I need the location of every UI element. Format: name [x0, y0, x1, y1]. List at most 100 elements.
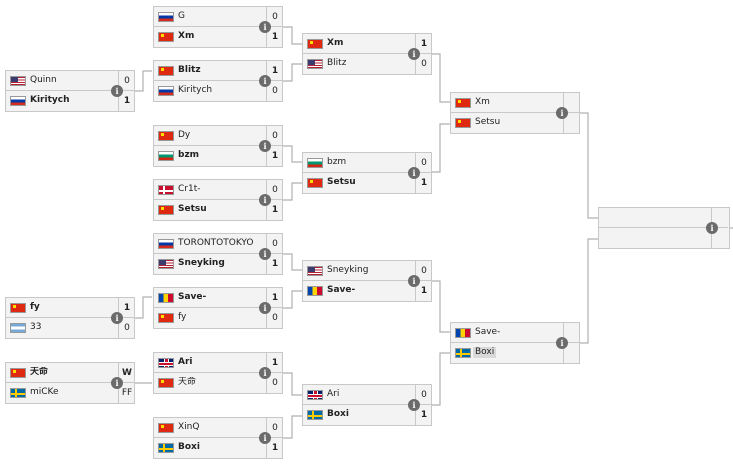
player-name: Cr1t-: [178, 184, 201, 194]
player-slot[interactable]: Cr1t-: [154, 180, 265, 200]
player-score: 0: [266, 7, 283, 27]
player-slot[interactable]: TORONTOTOKYO: [154, 234, 265, 254]
player-slot[interactable]: Setsu: [154, 200, 265, 220]
player-slot[interactable]: Boxi: [154, 438, 265, 458]
player-slot[interactable]: Save-: [451, 323, 562, 343]
player-name: miCKe: [30, 387, 59, 397]
player-slot[interactable]: fy: [154, 308, 265, 328]
match-info-icon[interactable]: i: [556, 337, 568, 349]
player-slot[interactable]: Setsu: [303, 173, 414, 193]
match-info-icon[interactable]: i: [259, 432, 271, 444]
match-info-icon[interactable]: i: [259, 21, 271, 33]
match-info-icon[interactable]: i: [408, 48, 420, 60]
player-score: 0: [266, 308, 283, 328]
player-slot[interactable]: Xm: [451, 93, 562, 113]
player-slot[interactable]: Ari: [303, 385, 414, 405]
player-score: 0: [415, 54, 432, 74]
match-info-icon[interactable]: i: [259, 367, 271, 379]
player-score: 1: [266, 254, 283, 274]
match-info-icon[interactable]: i: [259, 140, 271, 152]
match-info-icon[interactable]: i: [408, 167, 420, 179]
player-slot[interactable]: 天命: [6, 363, 117, 383]
match-info-icon[interactable]: i: [259, 194, 271, 206]
player-slot[interactable]: 天命: [154, 373, 265, 393]
match-info-icon[interactable]: i: [259, 302, 271, 314]
player-slot[interactable]: Sneyking: [303, 261, 414, 281]
player-slot[interactable]: Blitz: [303, 54, 414, 74]
match-info-icon[interactable]: i: [408, 399, 420, 411]
flag-bg-icon: [307, 158, 323, 168]
flag-gb-icon: [158, 358, 174, 368]
match-info-icon[interactable]: i: [259, 248, 271, 260]
player-slot[interactable]: Boxi: [303, 405, 414, 425]
player-name: bzm: [327, 157, 347, 167]
flag-cn-icon: [158, 131, 174, 141]
player-slot[interactable]: Kiritych: [6, 91, 117, 111]
flag-md-icon: [158, 293, 174, 303]
player-slot[interactable]: miCKe: [6, 383, 117, 403]
player-score: [563, 113, 580, 133]
player-slot[interactable]: Dy: [154, 126, 265, 146]
player-score: 1: [266, 438, 283, 458]
match-info-icon[interactable]: i: [706, 222, 718, 234]
player-slot[interactable]: Xm: [303, 34, 414, 54]
match-final[interactable]: i: [598, 207, 730, 249]
flag-cn-icon: [158, 378, 174, 388]
player-slot[interactable]: bzm: [303, 153, 414, 173]
player-slot[interactable]: Boxi: [451, 343, 562, 363]
flag-se-icon: [455, 348, 471, 358]
player-slot[interactable]: Blitz: [154, 61, 265, 81]
player-slot[interactable]: Kiritych: [154, 81, 265, 101]
flag-se-icon: [158, 443, 174, 453]
player-slot[interactable]: Quinn: [6, 71, 117, 91]
connector-r1m6-r2m3: [283, 290, 302, 309]
match-info-icon[interactable]: i: [111, 312, 123, 324]
connector-r1m8-r2m4: [283, 415, 302, 439]
player-slot[interactable]: Ari: [154, 353, 265, 373]
player-slot[interactable]: G: [154, 7, 265, 27]
player-name: Save-: [178, 292, 207, 302]
player-slot[interactable]: bzm: [154, 146, 265, 166]
player-slot[interactable]: Sneyking: [154, 254, 265, 274]
player-slot[interactable]: XinQ: [154, 418, 265, 438]
match-info-icon[interactable]: i: [111, 85, 123, 97]
player-slot[interactable]: Setsu: [451, 113, 562, 133]
flag-cn-icon: [158, 313, 174, 323]
connector-r1m4-r2m2: [283, 182, 302, 201]
player-slot[interactable]: [599, 228, 710, 248]
flag-cn-icon: [158, 205, 174, 215]
player-score: [711, 228, 728, 248]
player-slot[interactable]: 33: [6, 318, 117, 338]
player-slot[interactable]: [599, 208, 710, 228]
player-score: [563, 343, 580, 363]
match-info-icon[interactable]: i: [259, 75, 271, 87]
player-slot[interactable]: Save-: [154, 288, 265, 308]
player-slot[interactable]: fy: [6, 298, 117, 318]
match-info-icon[interactable]: i: [408, 275, 420, 287]
match-info-icon[interactable]: i: [111, 377, 123, 389]
player-slot[interactable]: Xm: [154, 27, 265, 47]
player-slot[interactable]: Save-: [303, 281, 414, 301]
connector-q1-r1m2: [134, 70, 152, 92]
player-score: 1: [118, 298, 135, 318]
player-name: bzm: [178, 150, 200, 160]
player-score: FF: [118, 383, 135, 403]
match-info-icon[interactable]: i: [556, 107, 568, 119]
